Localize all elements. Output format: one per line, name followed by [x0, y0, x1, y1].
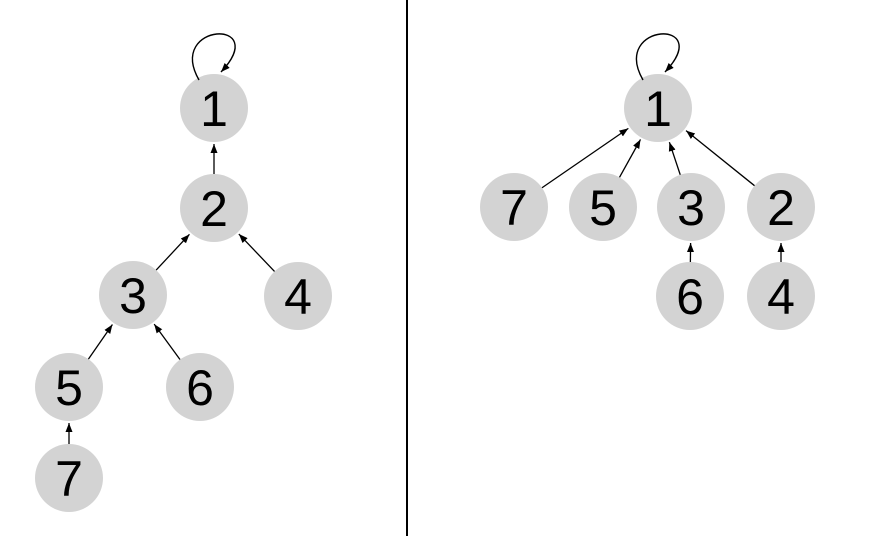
graph-node-right-1: [624, 74, 692, 142]
right-tree: 1 7 5 3 2 6 4: [480, 33, 815, 330]
node-label-left-7: 7: [55, 451, 83, 507]
graph-node-right-3: [657, 173, 725, 241]
graph-node-left-3: [99, 261, 167, 329]
graph-node-right-5: [569, 173, 637, 241]
self-loop-right-1: [635, 33, 680, 81]
graph-node-left-7: [35, 444, 103, 512]
node-label-left-4: 4: [284, 269, 312, 325]
graph-node-left-1: [180, 74, 248, 142]
graph-node-right-4: [747, 262, 815, 330]
edge-left-3-to-2: [155, 233, 190, 271]
node-label-right-3: 3: [677, 180, 705, 236]
node-label-left-5: 5: [55, 360, 83, 416]
node-label-right-2: 2: [767, 180, 795, 236]
edge-right-2-to-1: [685, 130, 755, 187]
node-label-right-1: 1: [644, 81, 672, 137]
self-loop-left-1: [191, 33, 236, 81]
graph-node-left-2: [180, 174, 248, 242]
graph-node-right-2: [747, 173, 815, 241]
edge-left-6-to-3: [153, 323, 181, 360]
edge-right-5-to-1: [618, 139, 642, 178]
graph-node-right-7: [480, 173, 548, 241]
graph-node-left-4: [264, 262, 332, 330]
edge-left-4-to-2: [238, 233, 275, 272]
node-label-left-2: 2: [200, 181, 228, 237]
graph-node-left-5: [35, 353, 103, 421]
edge-left-5-to-3: [87, 324, 113, 360]
node-label-left-1: 1: [200, 81, 228, 137]
node-label-right-5: 5: [589, 180, 617, 236]
graph-node-left-6: [166, 353, 234, 421]
node-label-left-3: 3: [119, 268, 147, 324]
edge-right-3-to-1: [668, 141, 681, 175]
node-label-right-7: 7: [500, 180, 528, 236]
edge-right-7-to-1: [541, 127, 629, 189]
node-label-right-4: 4: [767, 269, 795, 325]
node-label-left-6: 6: [186, 360, 214, 416]
graph-node-right-6: [656, 262, 724, 330]
node-label-right-6: 6: [676, 269, 704, 325]
